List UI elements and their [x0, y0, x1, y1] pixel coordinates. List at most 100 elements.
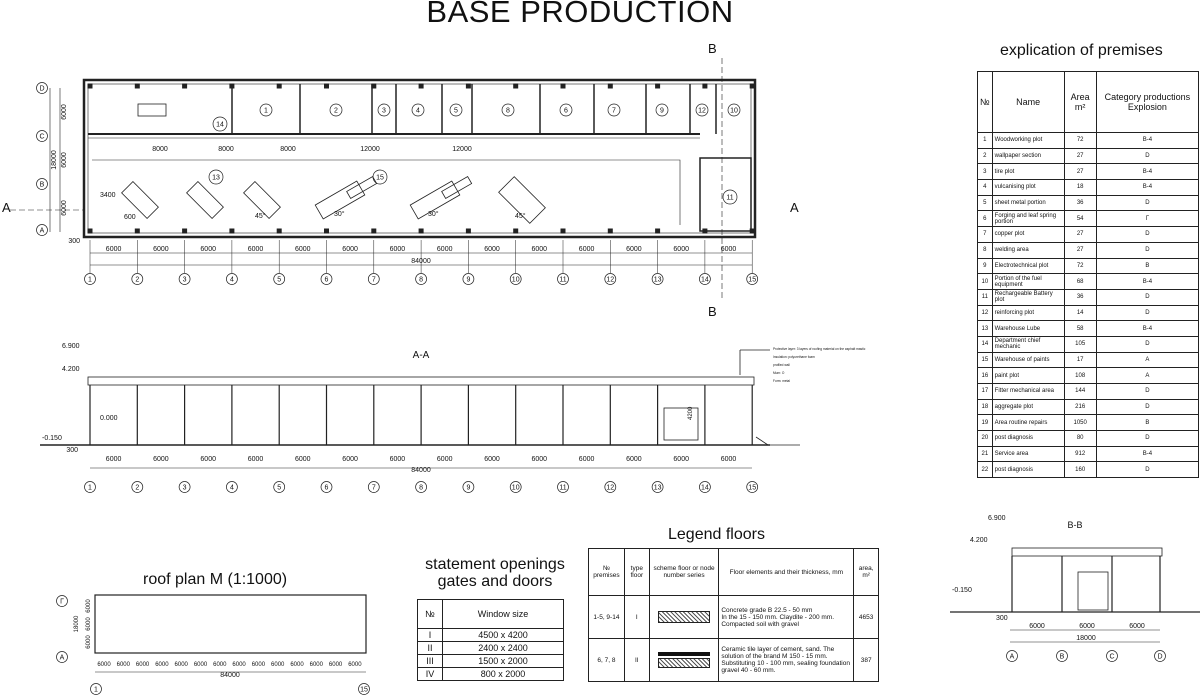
hall-number: 14	[216, 122, 224, 129]
explication-number: 9	[977, 257, 993, 275]
explication-name: post diagnosis	[991, 430, 1065, 447]
explication-name: post diagnosis	[991, 461, 1065, 479]
bb-offset: 300	[996, 615, 1008, 622]
explication-category: D	[1095, 288, 1200, 306]
aa-level-ground: -0.150	[42, 435, 62, 442]
plan-axis-number: 7	[372, 277, 376, 284]
plan-span-dim: 6000	[248, 246, 264, 253]
plan-top-dim: 8000	[280, 146, 296, 153]
bb-axis-bubble	[1154, 650, 1166, 662]
explication-number: 14	[977, 335, 993, 353]
room-number: 2	[334, 108, 338, 115]
aa-span-dim: 6000	[248, 456, 264, 463]
plan-axis-number: 5	[277, 277, 281, 284]
aa-axis-bubble	[509, 481, 522, 493]
plan-axis-number: 10	[512, 277, 520, 284]
explication-area: 18	[1063, 179, 1097, 196]
explication-category: Г	[1095, 210, 1200, 228]
explication-area: 160	[1063, 461, 1097, 479]
plan-axis-number: 14	[701, 277, 709, 284]
legend-header-cell: № premises	[588, 548, 625, 596]
plan-column-bottom	[702, 228, 708, 234]
aa-gate-height: 4200	[688, 406, 694, 420]
plan-axis-bubble	[415, 273, 427, 285]
explication-number: 1	[977, 132, 993, 149]
plan-row-label: D	[39, 86, 44, 93]
explication-name: sheet metal portion	[991, 194, 1065, 212]
room-number-circle	[727, 103, 741, 117]
cut-b-top: B	[708, 41, 717, 56]
explication-name: welding area	[991, 241, 1065, 259]
plan-axis-bubble	[131, 273, 144, 285]
explication-area: 912	[1063, 445, 1097, 463]
plan-axis-number: 8	[419, 277, 423, 284]
drawing-canvas: 1600026000360004600056000660007600086000…	[2, 41, 866, 695]
room-number: 4	[416, 108, 420, 115]
explication-number: 16	[977, 367, 993, 384]
plan-span-dim: 6000	[579, 246, 595, 253]
statement-number: III	[416, 654, 444, 668]
plan-axis-bubble	[320, 273, 333, 285]
explication-area: 36	[1063, 288, 1097, 306]
plan-span-dim: 6000	[437, 246, 453, 253]
room-number-circle	[449, 103, 463, 117]
plan-axis-bubble	[462, 273, 475, 285]
plan-column-top	[655, 83, 661, 89]
explication-area: 72	[1063, 132, 1097, 149]
aa-axis-number: 9	[466, 485, 470, 492]
roof-plan-drawing	[94, 594, 367, 673]
plan-axis-number: 2	[135, 277, 139, 284]
aa-slope	[755, 436, 769, 446]
explication-area: 36	[1063, 194, 1097, 212]
room-number: 8	[506, 108, 510, 115]
bb-axis-bubble	[1106, 650, 1118, 662]
bb-total-dim: 18000	[1076, 635, 1096, 642]
statement-number: IV	[416, 667, 444, 681]
plan-axis-bubble	[84, 273, 96, 285]
room-number-circle	[377, 103, 391, 117]
explication-category: D	[1095, 194, 1200, 212]
explication-category: B-4	[1095, 445, 1200, 463]
aa-span-dim: 6000	[579, 456, 595, 463]
aa-span-dim: 6000	[106, 456, 122, 463]
explication-name: copper plot	[991, 226, 1065, 243]
plan-dimensions	[49, 88, 752, 266]
bay-4-trailer	[346, 175, 378, 200]
hall-number-circle	[212, 116, 228, 132]
plan-column-bottom	[371, 228, 377, 234]
plan-row-label: A	[40, 228, 45, 235]
plan-angle: 30°	[334, 210, 345, 218]
roof-span-dim: 6000	[310, 662, 324, 668]
statement-header-cell: №	[416, 599, 444, 629]
explication-name: aggregate plot	[991, 398, 1065, 416]
plan-column-top	[276, 83, 282, 89]
aa-span-dim: 6000	[437, 456, 453, 463]
explication-category: B-4	[1095, 132, 1200, 149]
explication-number: 15	[977, 351, 993, 369]
explication-category: D	[1095, 398, 1200, 416]
roof-row-label: Г	[60, 599, 64, 606]
explication-area: 27	[1063, 147, 1097, 165]
room-number: 7	[612, 108, 616, 115]
plan-dim-3400: 3400	[100, 192, 116, 199]
aa-axis-number: 6	[325, 485, 329, 492]
explication-header-cell: Name	[991, 71, 1065, 133]
explication-area: 17	[1063, 351, 1097, 369]
plan-span-dim: 6000	[295, 246, 311, 253]
plan-column-top	[702, 83, 708, 89]
room-number-circle	[411, 103, 425, 117]
explication-name: Service area	[991, 445, 1065, 463]
roof-left-dim: 6000	[86, 599, 92, 613]
statement-size: 1500 x 2000	[442, 654, 564, 668]
aa-axis-bubble	[131, 481, 144, 493]
explication-number: 7	[977, 226, 993, 243]
